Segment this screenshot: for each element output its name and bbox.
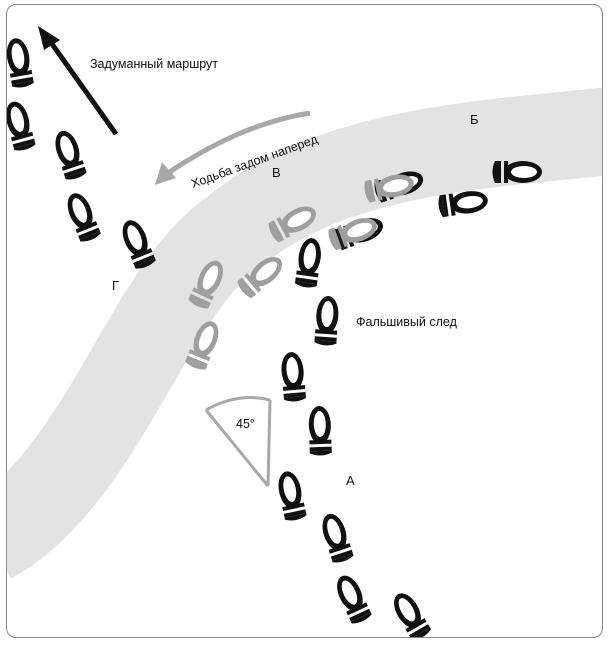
label-angle: 45°: [236, 417, 255, 431]
angle-marker: [204, 396, 272, 487]
label-point-a: А: [346, 473, 355, 488]
label-point-g: Г: [112, 278, 119, 293]
shoe-print-icon: [275, 469, 308, 523]
shoe-print-icon: [51, 127, 88, 182]
shoe-print-icon: [318, 510, 355, 565]
arrow-icon: [38, 26, 60, 50]
shoe-print-icon: [7, 98, 37, 153]
arrow-icon: [155, 162, 176, 185]
shoe-print-icon: [117, 216, 157, 271]
shoe-print-icon: [388, 588, 433, 637]
road-band: [7, 86, 602, 579]
label-point-v: В: [272, 165, 281, 180]
shoe-print-icon: [308, 405, 332, 456]
shoe-print-icon: [331, 571, 373, 626]
shoe-print-icon: [314, 295, 340, 347]
shoe-print-icon: [62, 189, 102, 244]
walking-backwards-arrow: [155, 110, 311, 185]
shoe-print-icon: [492, 161, 542, 183]
shoe-print-icon: [279, 351, 307, 403]
shoe-print-icon: [294, 236, 324, 289]
label-intended-route: Задуманный маршрут: [90, 57, 218, 71]
label-false-trail: Фальшивый след: [356, 315, 458, 329]
label-point-b: Б: [470, 112, 479, 127]
shoe-print-icon: [7, 36, 35, 90]
intended-route-arrow: [38, 26, 119, 136]
